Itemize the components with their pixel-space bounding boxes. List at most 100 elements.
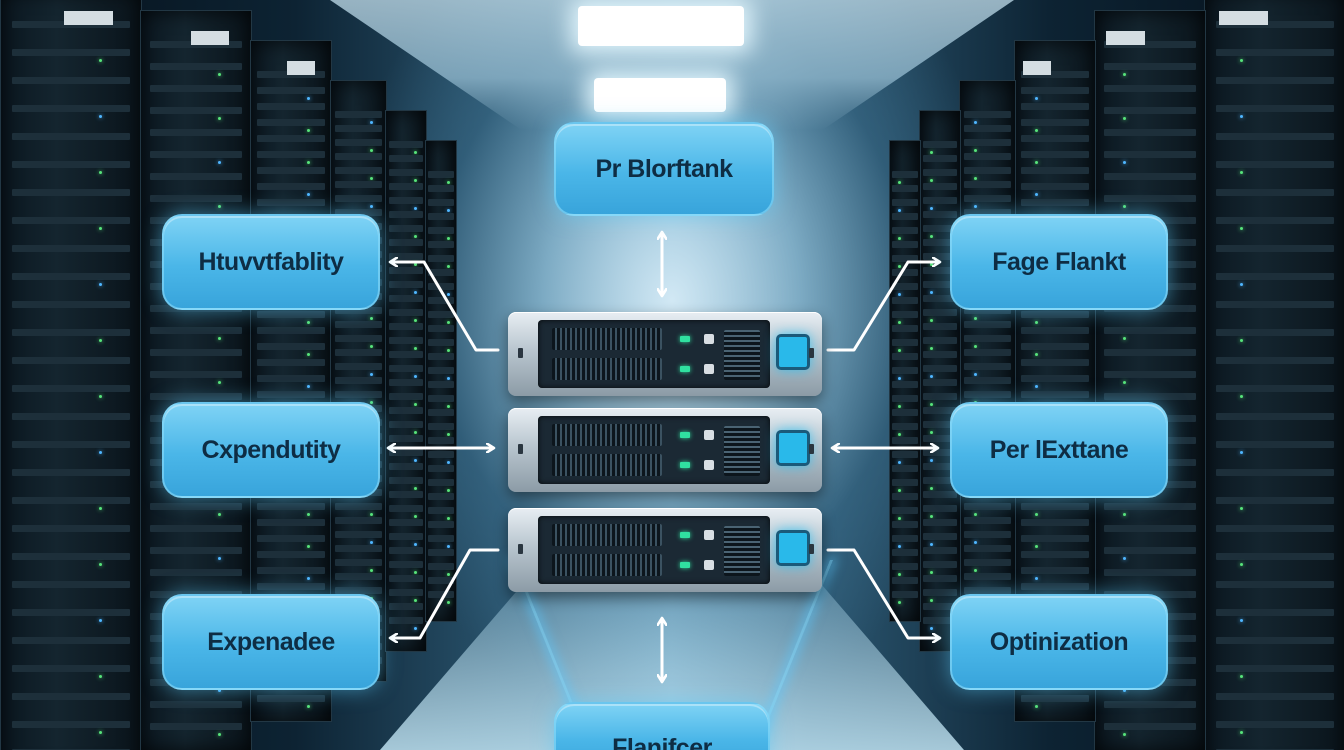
- status-led: [930, 599, 933, 602]
- rack-slot: [335, 377, 382, 384]
- rack-slot: [12, 665, 130, 672]
- status-led: [369, 149, 373, 152]
- rack-slot: [1103, 723, 1197, 730]
- rack-slot: [964, 153, 1011, 160]
- rack-slot: [257, 567, 325, 574]
- rack-slot: [923, 533, 957, 540]
- status-led: [1240, 115, 1243, 118]
- rack-slot: [335, 209, 382, 216]
- status-led: [1240, 395, 1243, 398]
- status-led: [680, 462, 690, 468]
- status-led: [369, 373, 373, 376]
- label-right-top: Fage Flankt: [950, 214, 1168, 310]
- status-led: [414, 235, 417, 238]
- rack-slot: [964, 209, 1011, 216]
- rack-slot: [428, 311, 454, 318]
- rack-slot: [428, 479, 454, 486]
- rack-slot: [428, 535, 454, 542]
- small-button: [704, 530, 714, 540]
- rack-slot: [428, 493, 454, 500]
- rack-slot: [257, 375, 325, 382]
- status-led: [897, 573, 901, 576]
- rack-slot: [964, 587, 1011, 594]
- rack-slot: [1216, 637, 1334, 644]
- rack-slot: [257, 391, 325, 398]
- rack-slot: [923, 365, 957, 372]
- rack-slot: [335, 167, 382, 174]
- rack-slot: [389, 155, 423, 162]
- status-led: [447, 265, 450, 268]
- rack-slot: [892, 381, 918, 388]
- status-led: [897, 209, 901, 212]
- status-led: [1122, 513, 1126, 516]
- drive-bay: [552, 424, 662, 446]
- rack-slot: [389, 421, 423, 428]
- rack-slot: [923, 211, 957, 218]
- rack-slot: [1103, 569, 1197, 576]
- rack-slot: [892, 171, 918, 178]
- rack-slot: [964, 181, 1011, 188]
- label-left-bottom-text: Expenadee: [207, 627, 335, 656]
- status-led: [307, 545, 310, 548]
- rack-slot: [389, 281, 423, 288]
- label-left-bottom: Expenadee: [162, 594, 380, 690]
- side-pin: [809, 544, 814, 554]
- rack-slot: [389, 379, 423, 386]
- status-led: [930, 291, 933, 294]
- status-led: [99, 227, 102, 230]
- status-led: [1240, 451, 1243, 454]
- status-led: [1035, 161, 1038, 164]
- rack-slot: [1103, 107, 1197, 114]
- status-led: [414, 431, 417, 434]
- status-led: [414, 571, 417, 574]
- rack-slot: [12, 469, 130, 476]
- rack-slot: [1103, 63, 1197, 70]
- rack-slot: [257, 503, 325, 510]
- status-led: [1035, 193, 1038, 196]
- status-led: [414, 179, 417, 182]
- label-left-middle-text: Cxpendutity: [201, 435, 341, 464]
- status-led: [218, 73, 221, 76]
- status-led: [1035, 353, 1038, 356]
- drive-bay: [552, 328, 662, 350]
- label-right-bottom-text: Optinization: [989, 627, 1129, 656]
- status-led: [99, 451, 102, 454]
- rack-slot: [1216, 665, 1334, 672]
- vent-grill: [724, 526, 760, 576]
- rack-slot: [149, 63, 243, 70]
- rack-slot: [428, 395, 454, 402]
- rack-slot: [892, 451, 918, 458]
- rack-slot: [892, 479, 918, 486]
- rack-slot: [428, 367, 454, 374]
- rack-slot: [389, 519, 423, 526]
- status-led: [369, 317, 373, 320]
- rack-slot: [964, 503, 1011, 510]
- status-led: [930, 347, 933, 350]
- rack-slot: [892, 395, 918, 402]
- status-led: [307, 385, 310, 388]
- rack-slot: [389, 505, 423, 512]
- status-led: [897, 489, 901, 492]
- status-led: [447, 461, 450, 464]
- rack-slot: [428, 423, 454, 430]
- rack-slot: [1216, 693, 1334, 700]
- rack-slot: [12, 329, 130, 336]
- rack-slot: [923, 239, 957, 246]
- rack-slot: [923, 141, 957, 148]
- rack-slot: [149, 701, 243, 708]
- status-led: [680, 432, 690, 438]
- rack-slot: [12, 581, 130, 588]
- status-led: [973, 345, 977, 348]
- rack-slot: [1216, 49, 1334, 56]
- rack-slot: [1216, 553, 1334, 560]
- server-faceplate: [538, 320, 770, 388]
- rack-slot: [1021, 87, 1089, 94]
- rack-slot: [1021, 151, 1089, 158]
- rack-slot: [923, 169, 957, 176]
- power-indicator-icon: [776, 530, 810, 566]
- rack-slot: [389, 253, 423, 260]
- label-right-middle: Per lExttane: [950, 402, 1168, 498]
- side-pin: [518, 348, 523, 358]
- rack-slot: [389, 393, 423, 400]
